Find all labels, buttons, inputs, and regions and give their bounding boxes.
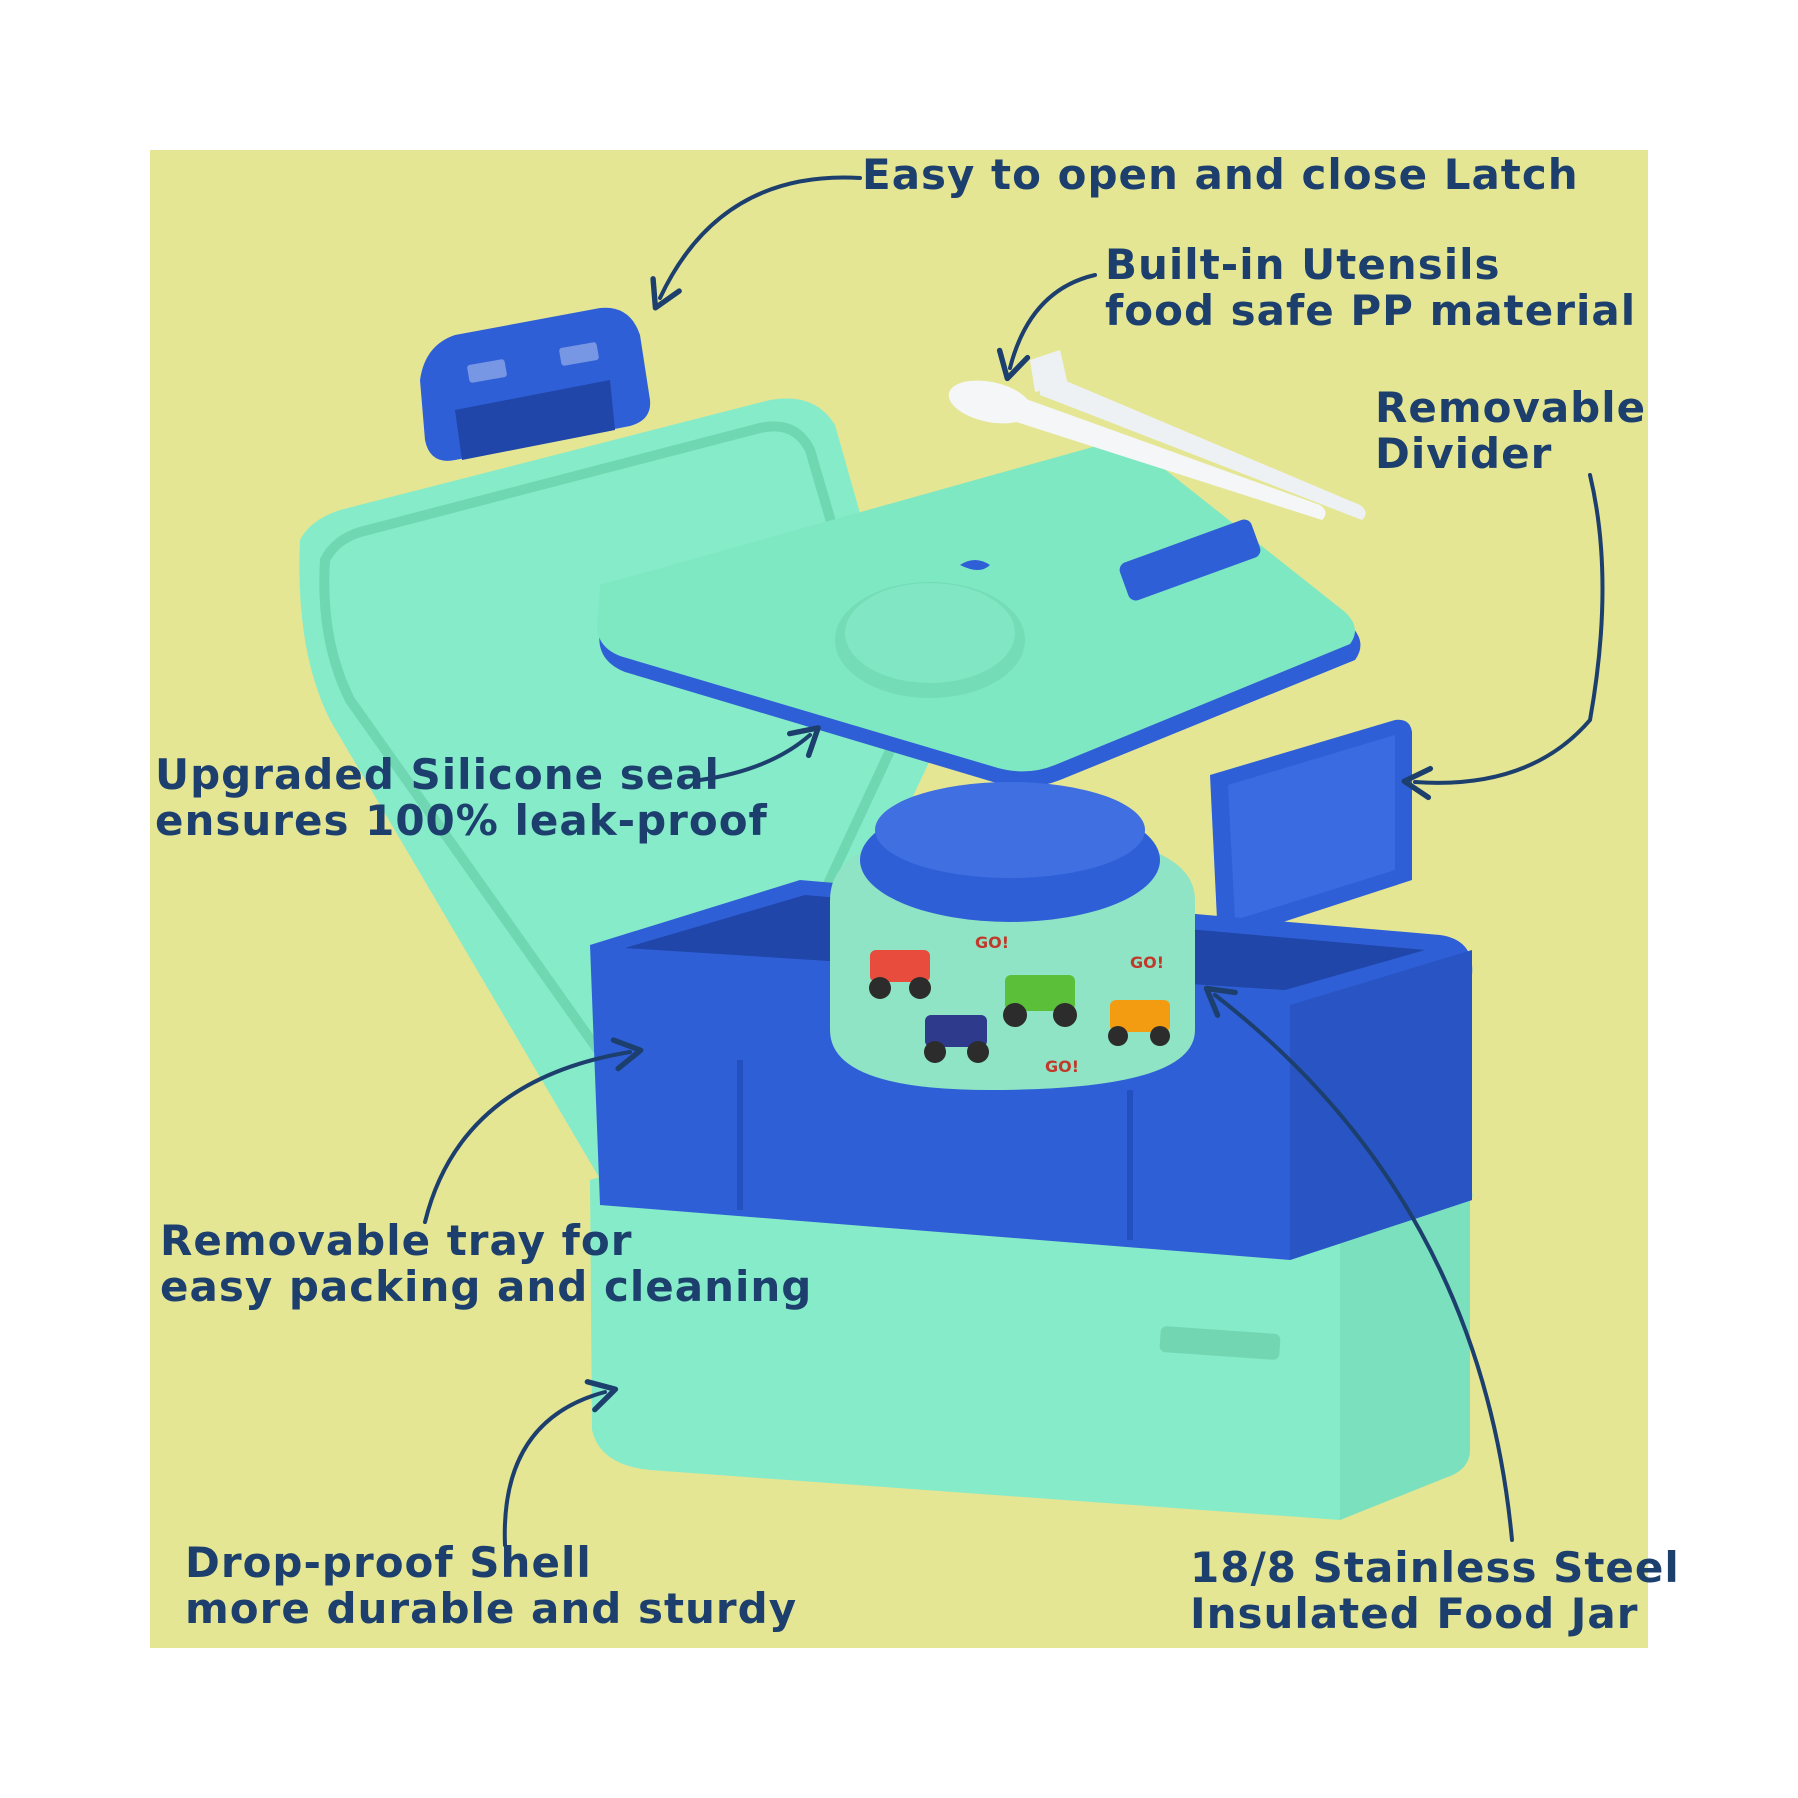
callout-shell-line-2: more durable and sturdy — [185, 1584, 798, 1633]
callout-jar: 18/8 Stainless Steel Insulated Food Jar — [1190, 1545, 1680, 1637]
jar-badge-1: GO! — [975, 933, 1009, 952]
callout-tray-line-1: Removable tray for — [160, 1216, 633, 1265]
utensils — [948, 350, 1366, 520]
callout-divider-line-2: Divider — [1375, 429, 1553, 478]
callout-tray-line-2: easy packing and cleaning — [160, 1262, 813, 1311]
food-jar: GO! GO! GO! — [830, 782, 1195, 1090]
callout-shell-line-1: Drop-proof Shell — [185, 1538, 592, 1587]
callout-seal: Upgraded Silicone seal ensures 100% leak… — [155, 752, 768, 844]
callout-jar-line-2: Insulated Food Jar — [1190, 1589, 1639, 1638]
latch-clip — [420, 307, 651, 461]
callout-shell: Drop-proof Shell more durable and sturdy — [185, 1540, 797, 1632]
inner-lid — [596, 443, 1361, 788]
callout-divider-line-1: Removable — [1375, 383, 1647, 432]
callout-jar-line-1: 18/8 Stainless Steel — [1190, 1543, 1680, 1592]
arrow-latch — [650, 175, 862, 311]
callout-seal-line-1: Upgraded Silicone seal — [155, 750, 720, 799]
arrow-tray — [423, 1037, 644, 1224]
jar-badge-3: GO! — [1045, 1057, 1079, 1076]
callout-divider: Removable Divider — [1375, 385, 1646, 477]
arrow-divider — [1401, 473, 1605, 801]
callout-latch: Easy to open and close Latch — [862, 150, 1579, 199]
callout-seal-line-2: ensures 100% leak-proof — [155, 796, 768, 845]
callout-utensils-line-1: Built-in Utensils — [1105, 240, 1501, 289]
arrow-utensils — [996, 273, 1097, 382]
arrow-shell — [502, 1379, 619, 1547]
arrow-seal — [698, 725, 821, 782]
jar-badge-2: GO! — [1130, 953, 1164, 972]
removable-divider — [1210, 719, 1412, 940]
callout-arrows — [423, 175, 1605, 1547]
callout-utensils: Built-in Utensils food safe PP material — [1105, 242, 1636, 334]
arrow-jar — [1203, 985, 1514, 1542]
callout-utensils-line-2: food safe PP material — [1105, 286, 1637, 335]
callout-tray: Removable tray for easy packing and clea… — [160, 1218, 812, 1310]
